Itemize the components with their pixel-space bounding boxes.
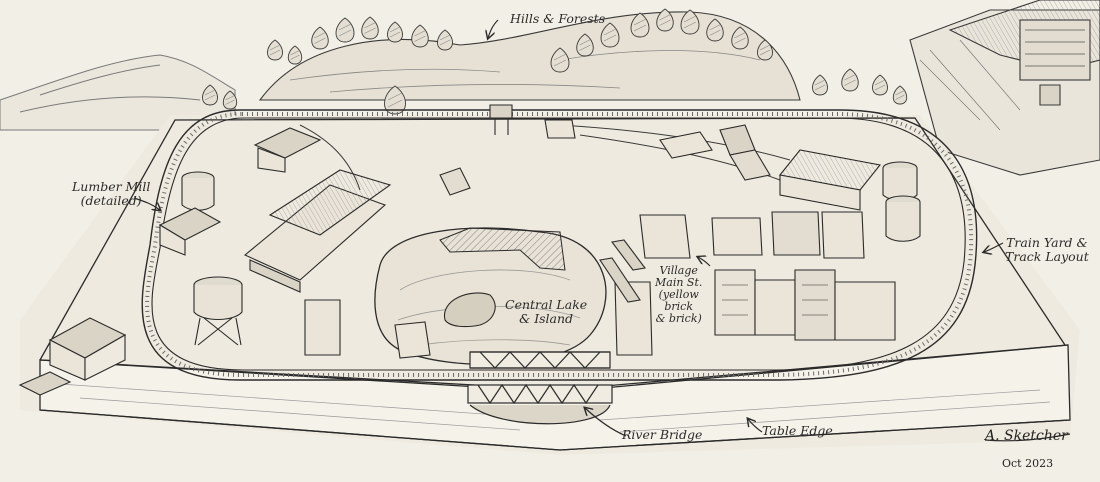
tree-shading	[874, 79, 886, 91]
tree	[384, 85, 406, 115]
tree	[600, 22, 620, 48]
tree	[335, 17, 355, 43]
tree-shading	[290, 50, 300, 60]
label-lumber-mill-line2: (detailed)	[80, 193, 142, 208]
tree	[656, 8, 674, 32]
tree-shading	[734, 32, 746, 44]
tree	[892, 85, 908, 105]
tree	[731, 26, 749, 50]
water-tower	[193, 276, 243, 346]
tree	[550, 47, 570, 73]
background-building	[909, 0, 1100, 176]
tree-shading	[387, 92, 403, 108]
train-yard	[659, 124, 921, 242]
tree-shading	[338, 23, 352, 37]
label-central-lake-line1: Central Lake	[505, 297, 588, 312]
label-village-main-street: Village Main St. (yellow brick & brick)	[655, 265, 702, 325]
signature-date: Oct 2023	[1002, 457, 1054, 470]
tree	[757, 39, 773, 61]
tree	[267, 39, 283, 61]
tree-shading	[553, 53, 567, 67]
tree-shading	[709, 24, 721, 36]
tree-shading	[579, 39, 591, 51]
label-train-yard-line1: Train Yard &	[1006, 235, 1088, 250]
artist-signature: A. Sketcher	[985, 428, 1068, 444]
label-central-lake: Central Lake & Island	[505, 298, 587, 326]
tree	[630, 12, 650, 38]
tree	[841, 68, 859, 92]
label-lumber-mill: Lumber Mill (detailed)	[72, 180, 150, 208]
tree-shading	[225, 95, 235, 105]
label-lumber-mill-line1: Lumber Mill	[72, 179, 151, 194]
lumber-mill	[158, 127, 392, 293]
tree	[222, 90, 238, 110]
left-houses	[18, 317, 127, 396]
tree-shading	[814, 79, 826, 91]
tree	[872, 74, 888, 96]
tree	[361, 16, 379, 40]
central-buildings	[304, 104, 576, 359]
tree-shading	[414, 30, 426, 42]
tree-shading	[759, 44, 771, 56]
tree	[202, 84, 218, 106]
label-village-line4: brick	[664, 300, 694, 313]
label-central-lake-line2: & Island	[519, 311, 574, 326]
village-main-street	[599, 211, 896, 356]
tree-shading	[603, 28, 617, 42]
tree-shading	[389, 26, 401, 38]
tree	[311, 26, 329, 50]
label-hills-and-forests: Hills & Forests	[510, 11, 606, 26]
tree	[437, 29, 453, 51]
tree-shading	[439, 34, 451, 46]
tree-shading	[895, 90, 905, 100]
lake-island	[444, 292, 496, 328]
label-table-edge: Table Edge	[762, 423, 833, 438]
tree	[706, 18, 724, 42]
label-train-yard: Train Yard & Track Layout	[1005, 236, 1089, 264]
tree-shading	[844, 74, 856, 86]
tree-shading	[269, 44, 281, 56]
tree	[576, 33, 594, 57]
label-village-line3: (yellow	[658, 288, 699, 301]
label-arrows	[133, 19, 1071, 442]
label-village-line1: Village	[659, 264, 698, 277]
label-village-line2: Main St.	[655, 276, 703, 289]
tree	[287, 45, 303, 65]
label-train-yard-line2: Track Layout	[1005, 249, 1089, 264]
label-village-line5: & brick)	[655, 312, 702, 325]
tree	[812, 74, 828, 96]
river-bridge	[467, 351, 613, 425]
tree	[680, 9, 700, 35]
label-river-bridge: River Bridge	[622, 427, 703, 442]
tree-shading	[364, 22, 376, 34]
central-lake	[374, 227, 607, 365]
tree	[411, 24, 429, 48]
tree-shading	[314, 32, 326, 44]
tree-shading	[633, 18, 647, 32]
background-hills	[0, 54, 236, 131]
tree-shading	[659, 14, 671, 26]
tree	[387, 21, 403, 43]
tree-shading	[204, 89, 216, 101]
tree-shading	[683, 15, 697, 29]
